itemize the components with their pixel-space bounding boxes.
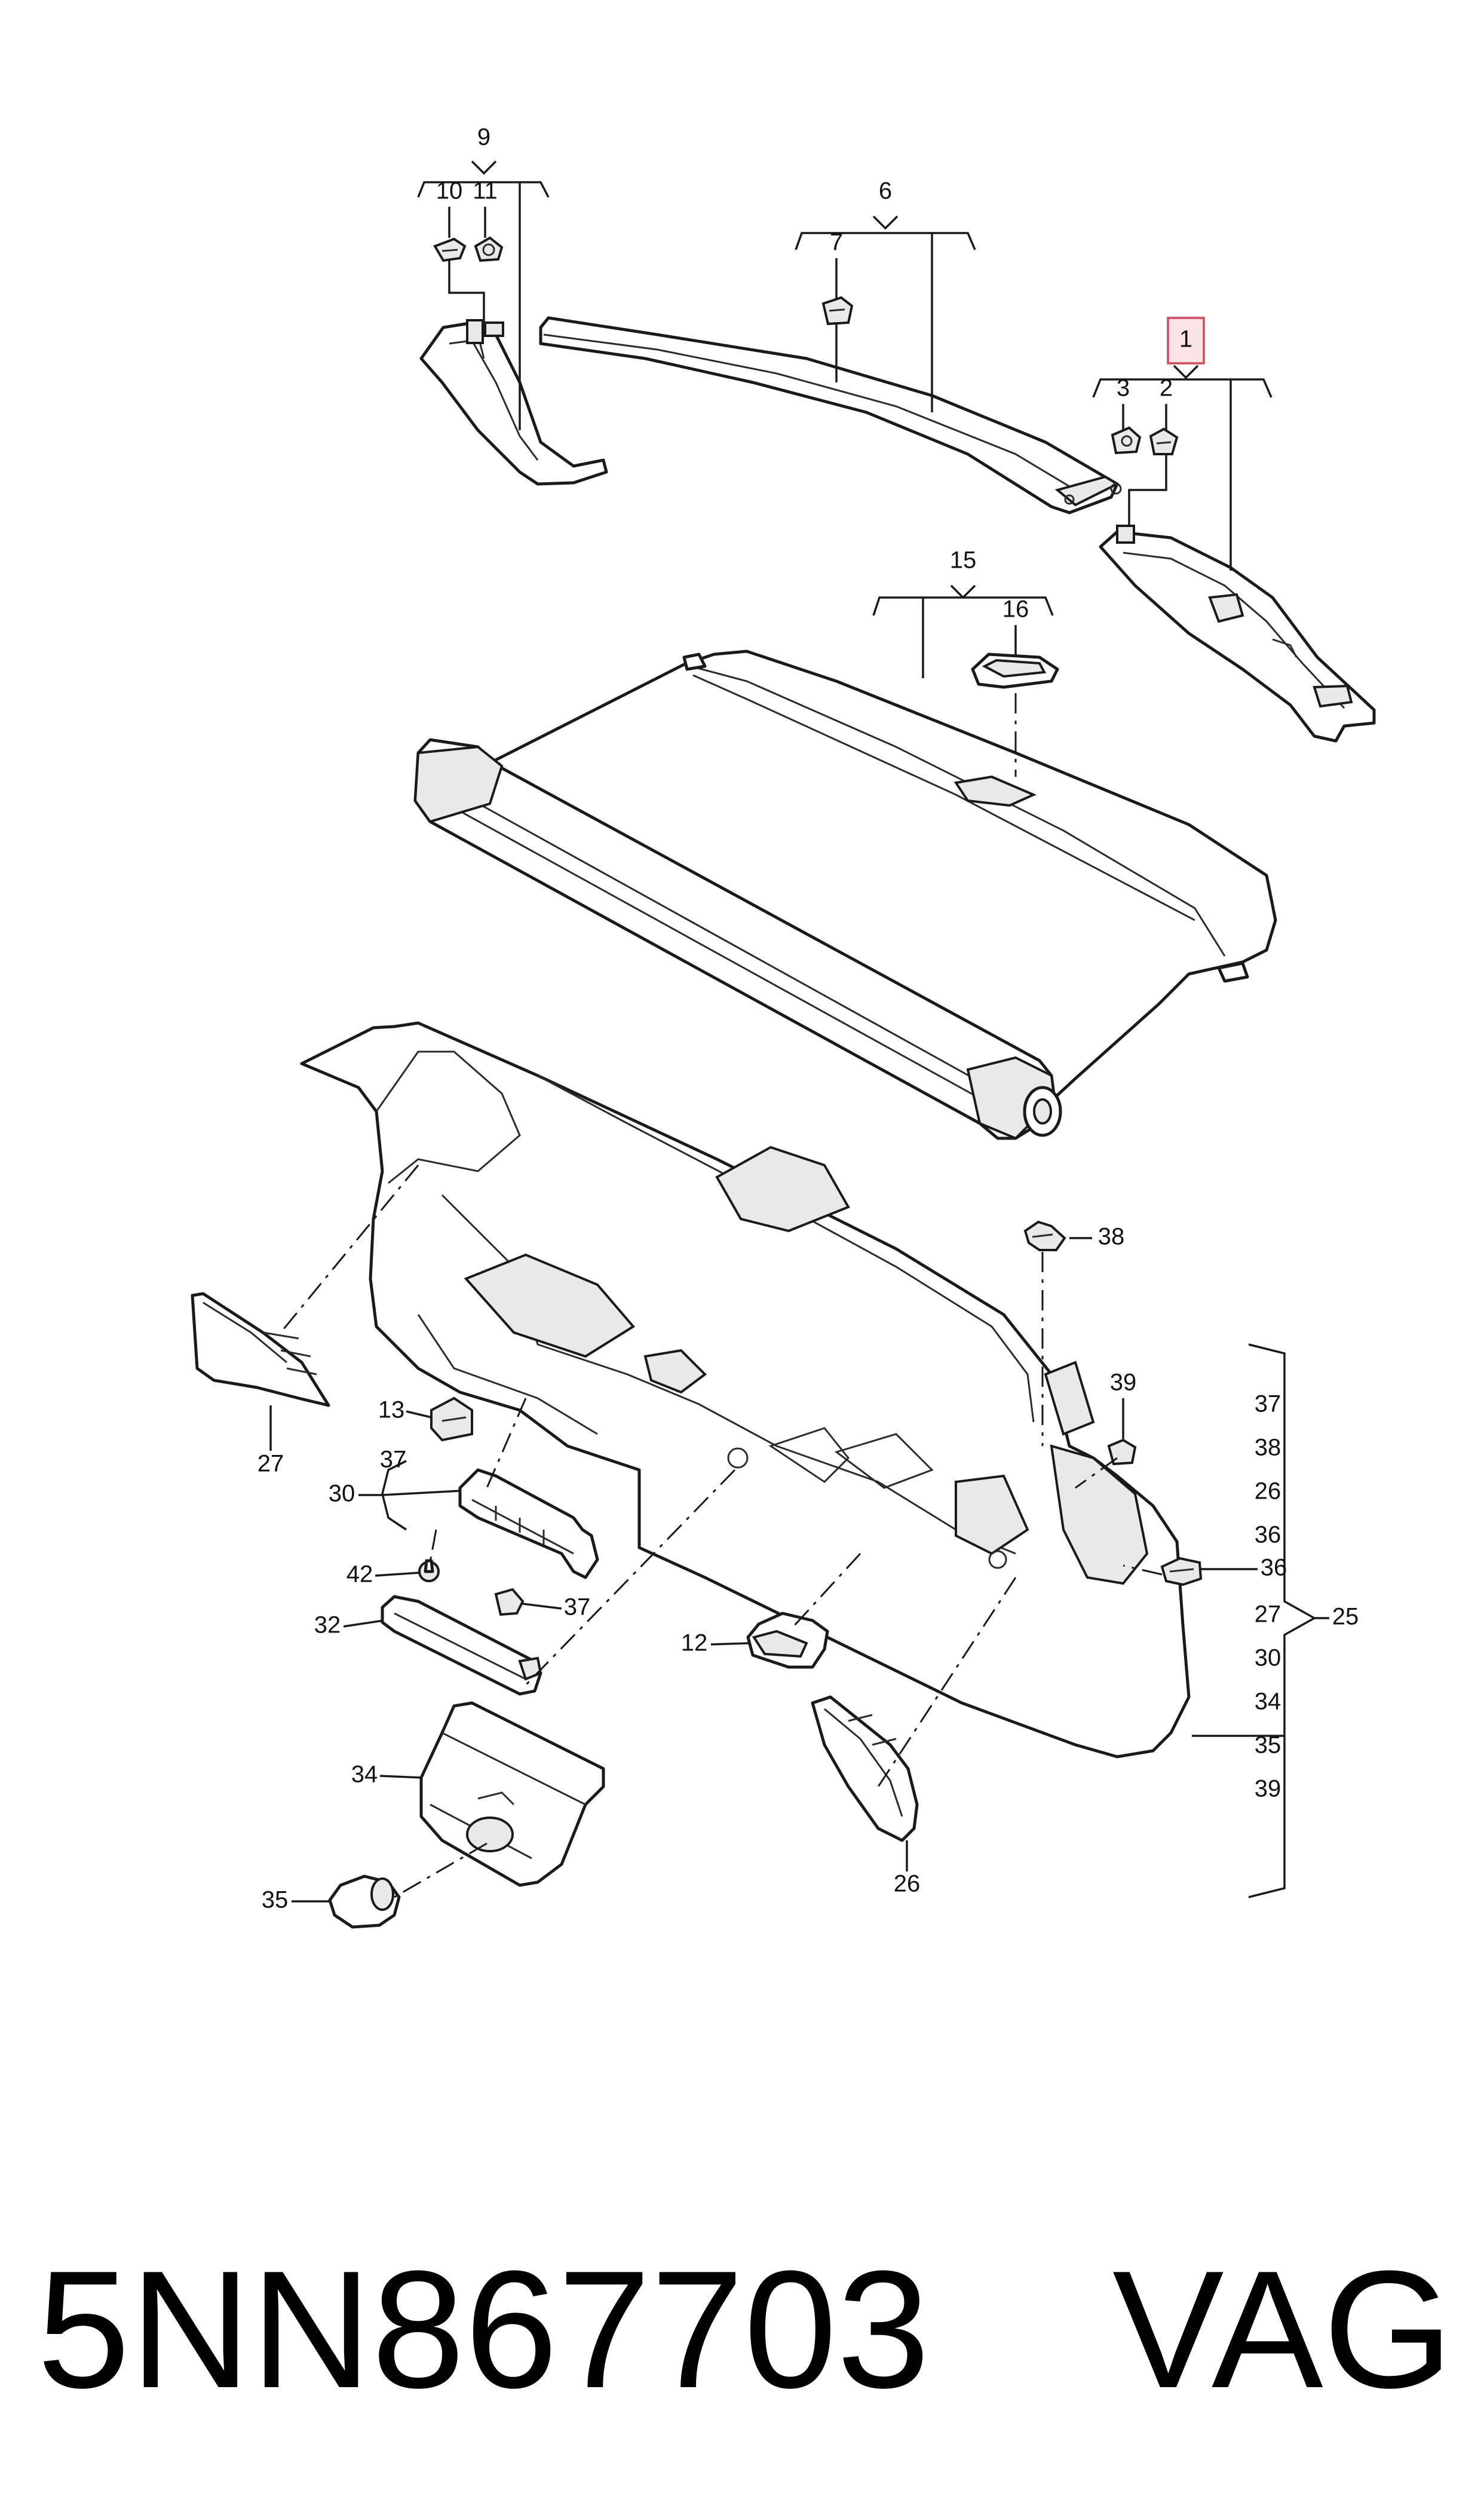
brand-name: VAG [1112, 2237, 1454, 2423]
part-number: 5NN867703 [37, 2237, 930, 2423]
handle-12 [746, 1612, 829, 1669]
callout-c37a: 37 [380, 1447, 407, 1473]
callout-c32: 32 [314, 1612, 341, 1638]
callout-c25: 25 [1332, 1604, 1359, 1630]
handle-16 [971, 653, 1059, 689]
clip-7 [821, 296, 854, 326]
screw-42 [418, 1559, 440, 1582]
bracket-item-39: 39 [1255, 1776, 1281, 1802]
bracket-item-35: 35 [1255, 1732, 1281, 1759]
clip-3 [1111, 426, 1142, 455]
callout-c42: 42 [347, 1561, 373, 1588]
callout-c3: 3 [1117, 375, 1130, 402]
knob-35 [328, 1874, 401, 1929]
callout-c13: 13 [378, 1397, 405, 1423]
bracket-item-37: 37 [1255, 1391, 1281, 1417]
callout-c12: 12 [681, 1630, 708, 1656]
clip-13 [430, 1396, 473, 1442]
bracket-30 [458, 1468, 599, 1579]
clip-37 [494, 1588, 525, 1616]
luggage-cover [413, 650, 1277, 1140]
bracket-item-27: 27 [1255, 1601, 1281, 1628]
right-pillar-trim [1099, 525, 1376, 743]
callout-c2: 2 [1160, 375, 1173, 402]
clip-11 [474, 236, 504, 262]
callout-c37b: 37 [564, 1594, 591, 1621]
callout-c11: 11 [473, 178, 498, 204]
callout-c16: 16 [1002, 596, 1029, 623]
callout-c36: 36 [1261, 1555, 1287, 1581]
roof-rear-trim [539, 316, 1122, 514]
bracket-item-26: 26 [1255, 1478, 1281, 1505]
callout-c39a: 39 [1110, 1370, 1137, 1396]
boot-lid-trim [300, 1021, 1191, 1759]
left-pillar-trim [419, 319, 608, 486]
bracket-item-30: 30 [1255, 1645, 1281, 1671]
bracket-list-25: 37 38 26 36 27 30 34 35 39 [1255, 1391, 1281, 1802]
callout-c26a: 26 [894, 1871, 921, 1897]
clip-36 [1160, 1557, 1203, 1586]
callout-c27a: 27 [257, 1451, 284, 1477]
callout-c38a: 38 [1098, 1224, 1125, 1250]
clip-38 [1023, 1220, 1066, 1251]
callout-c6: 6 [879, 178, 892, 204]
clip-2 [1149, 427, 1179, 455]
callout-c15: 15 [950, 547, 977, 574]
cover-34 [419, 1701, 605, 1887]
callout-c34: 34 [351, 1762, 378, 1788]
callout-c9: 9 [477, 124, 490, 151]
highlight-box [1167, 317, 1205, 364]
callout-c30a: 30 [329, 1481, 355, 1507]
trim-26 [811, 1695, 919, 1842]
callout-c35a: 35 [262, 1887, 289, 1913]
bracket-item-36: 36 [1255, 1522, 1281, 1548]
callout-c1: 1 [1179, 326, 1192, 353]
callout-c7: 7 [830, 229, 843, 256]
leader-lines [269, 160, 1329, 1903]
assembly-lines [280, 693, 1163, 1898]
bracket-item-34: 34 [1255, 1689, 1281, 1715]
bracket-item-38: 38 [1255, 1435, 1281, 1461]
clip-10 [433, 237, 467, 262]
trim-27 [191, 1292, 330, 1407]
callout-c10: 10 [436, 178, 463, 204]
